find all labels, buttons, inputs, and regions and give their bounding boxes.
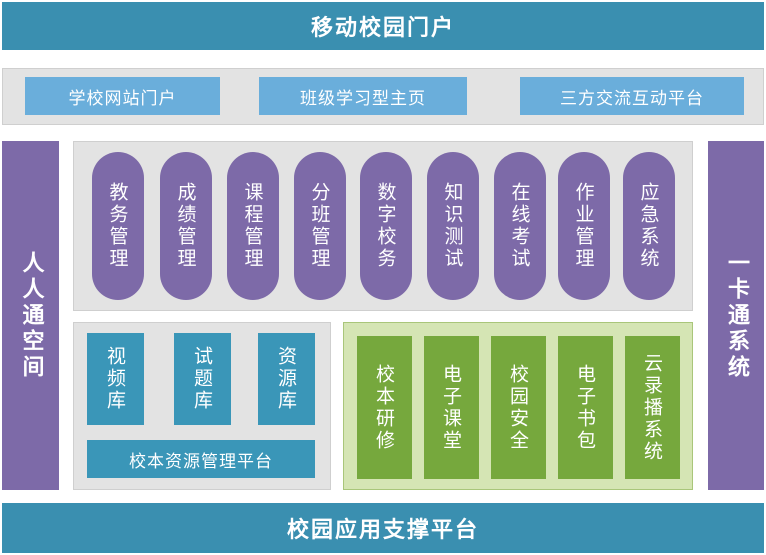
top-bar: 移动校园门户 [2, 2, 764, 50]
side-card-system: 一卡通系统 [708, 141, 764, 490]
module-emergency[interactable]: 应急系统 [623, 152, 675, 300]
module-digital-affairs[interactable]: 数字校务 [360, 152, 412, 300]
resource-platform[interactable]: 校本资源管理平台 [87, 440, 315, 478]
portal-interaction-platform[interactable]: 三方交流互动平台 [520, 77, 744, 115]
resource-exam-library[interactable]: 试题库 [174, 333, 231, 425]
portal-class-homepage[interactable]: 班级学习型主页 [259, 77, 467, 115]
module-academic-affairs[interactable]: 教务管理 [92, 152, 144, 300]
module-class-assignment[interactable]: 分班管理 [294, 152, 346, 300]
module-knowledge-test[interactable]: 知识测试 [427, 152, 479, 300]
service-school-training[interactable]: 校本研修 [357, 336, 412, 479]
service-campus-safety[interactable]: 校园安全 [491, 336, 546, 479]
module-online-exam[interactable]: 在线考试 [494, 152, 546, 300]
resource-video-library[interactable]: 视频库 [87, 333, 144, 425]
module-homework[interactable]: 作业管理 [558, 152, 610, 300]
side-personal-space: 人人通空间 [2, 141, 59, 490]
module-courses[interactable]: 课程管理 [227, 152, 279, 300]
bottom-bar: 校园应用支撑平台 [2, 503, 764, 553]
service-e-classroom[interactable]: 电子课堂 [424, 336, 479, 479]
service-e-schoolbag[interactable]: 电子书包 [558, 336, 613, 479]
service-cloud-recording[interactable]: 云录播系统 [625, 336, 680, 479]
resource-material-library[interactable]: 资源库 [258, 333, 315, 425]
portal-school-website[interactable]: 学校网站门户 [25, 77, 220, 115]
module-grades[interactable]: 成绩管理 [160, 152, 212, 300]
